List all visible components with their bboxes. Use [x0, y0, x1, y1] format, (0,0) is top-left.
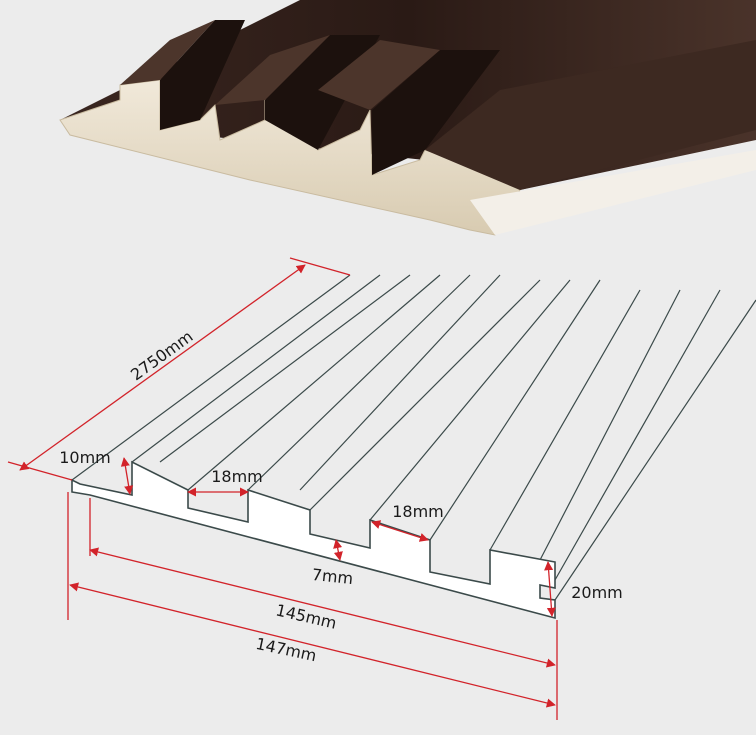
label-groove-width-right: 18mm: [392, 502, 444, 521]
profile-outline: [71, 460, 556, 620]
label-face-width: 145mm: [274, 600, 338, 632]
panel-ridge-2: [215, 35, 330, 105]
dimension-lines: [7, 257, 558, 720]
panel-ridge-4: [425, 40, 756, 190]
wood-panel-photo: [59, 0, 756, 236]
label-base-thickness: 7mm: [311, 565, 354, 588]
panel-ridge-1: [120, 20, 215, 85]
label-total-height: 20mm: [571, 583, 623, 602]
label-length: 2750mm: [127, 327, 196, 385]
panel-ridge-3: [318, 40, 440, 110]
panel-groove-3: [372, 50, 500, 175]
panel-bottom-layer: [470, 150, 756, 235]
panel-groove-1: [160, 20, 245, 130]
label-groove-width-left: 18mm: [211, 467, 263, 486]
label-groove-height: 10mm: [59, 448, 111, 467]
